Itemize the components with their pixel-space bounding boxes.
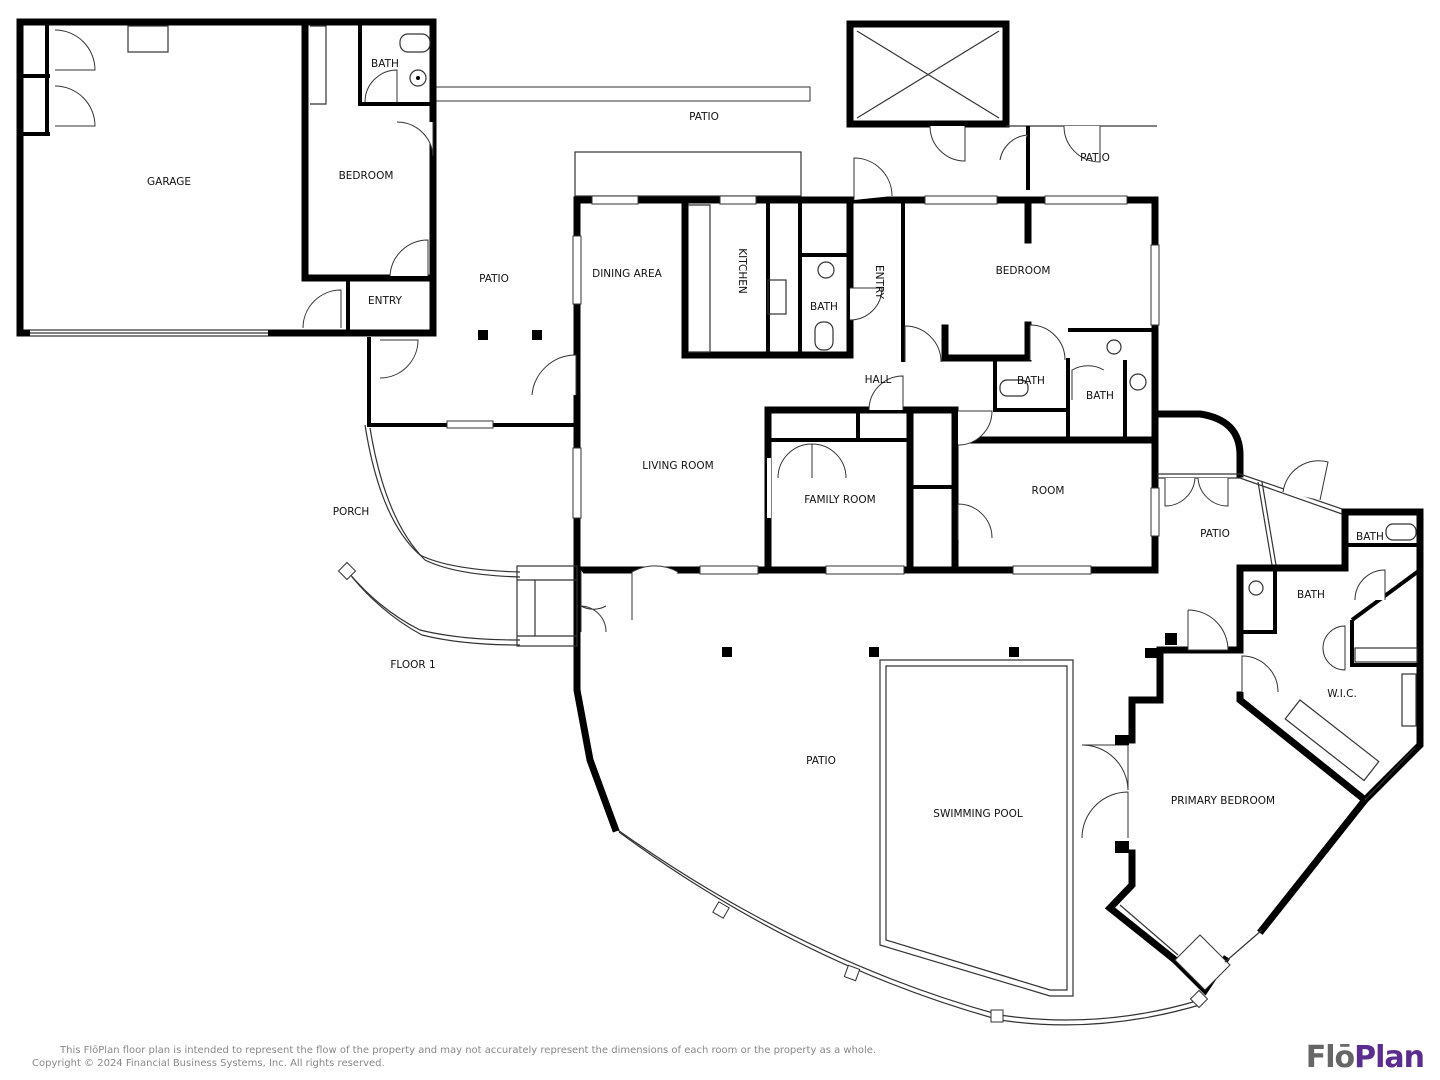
garage-building bbox=[16, 18, 437, 379]
primary-wing bbox=[1081, 508, 1424, 996]
label-living-room: LIVING ROOM bbox=[642, 460, 713, 472]
entry-wall bbox=[367, 337, 577, 427]
label-porch: PORCH bbox=[333, 506, 370, 518]
logo-part2: Plan bbox=[1354, 1040, 1425, 1075]
label-patio: PATIO bbox=[1200, 528, 1230, 540]
patio-outline bbox=[337, 424, 1209, 1026]
label-room: ROOM bbox=[1032, 485, 1065, 497]
logo-part1: Flō bbox=[1305, 1040, 1355, 1075]
label-garage: GARAGE bbox=[147, 176, 191, 188]
room-labels: GARAGE BATH BEDROOM ENTRY PATIO PATIO PA… bbox=[147, 58, 1384, 820]
label-bath: BATH bbox=[371, 58, 399, 70]
disclaimer: This FlōPlan floor plan is intended to r… bbox=[60, 1045, 877, 1056]
label-wic: W.I.C. bbox=[1327, 688, 1357, 700]
label-dining-area: DINING AREA bbox=[592, 268, 663, 280]
planter bbox=[574, 151, 802, 197]
label-patio: PATIO bbox=[479, 273, 509, 285]
label-family-room: FAMILY ROOM bbox=[804, 494, 876, 506]
pavilion bbox=[846, 20, 1157, 190]
label-bath: BATH bbox=[1017, 375, 1045, 387]
label-hall: HALL bbox=[865, 374, 892, 386]
label-entry: ENTRY bbox=[873, 265, 885, 300]
label-floor: FLOOR 1 bbox=[390, 659, 435, 671]
floplan-logo: FlōPlan bbox=[1305, 1040, 1425, 1075]
column bbox=[722, 647, 732, 657]
patio-rail bbox=[434, 86, 811, 102]
label-kitchen: KITCHEN bbox=[736, 248, 748, 294]
main-house bbox=[531, 157, 1160, 833]
label-patio: PATIO bbox=[689, 111, 719, 123]
label-patio: PATIO bbox=[1080, 152, 1110, 164]
copyright: Copyright © 2024 Financial Business Syst… bbox=[32, 1058, 385, 1069]
window bbox=[446, 420, 494, 429]
label-bedroom: BEDROOM bbox=[996, 265, 1051, 277]
column bbox=[532, 330, 542, 340]
column bbox=[869, 647, 879, 657]
porch-steps bbox=[516, 565, 607, 647]
column bbox=[1009, 647, 1019, 657]
label-bath: BATH bbox=[1356, 531, 1384, 543]
label-bath: BATH bbox=[1297, 589, 1325, 601]
swimming-pool bbox=[879, 659, 1074, 997]
label-swimming-pool: SWIMMING POOL bbox=[933, 808, 1023, 820]
label-bedroom: BEDROOM bbox=[339, 170, 394, 182]
label-primary-bedroom: PRIMARY BEDROOM bbox=[1171, 795, 1275, 807]
column bbox=[478, 330, 488, 340]
label-bath: BATH bbox=[1086, 390, 1114, 402]
label-bath: BATH bbox=[810, 301, 838, 313]
label-entry: ENTRY bbox=[368, 295, 403, 307]
side-connector bbox=[1153, 410, 1346, 566]
label-patio: PATIO bbox=[806, 755, 836, 767]
